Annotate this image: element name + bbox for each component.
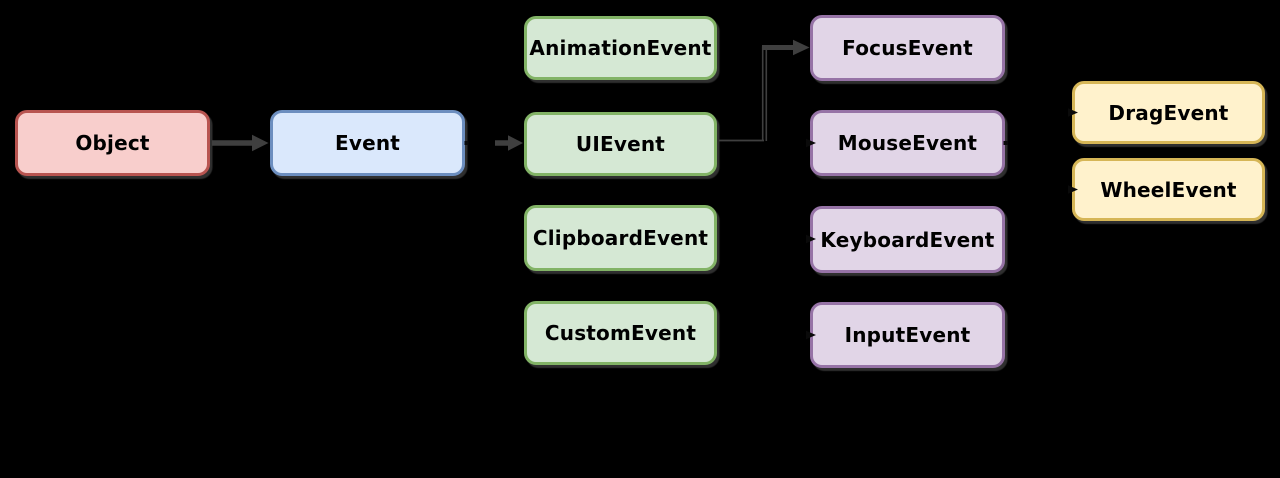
node-inputevent-label: InputEvent [844, 323, 971, 347]
node-mouseevent-label: MouseEvent [837, 131, 978, 155]
node-animationevent: AnimationEvent [524, 16, 717, 80]
node-focusevent: FocusEvent [810, 15, 1005, 81]
node-uievent: UIEvent [524, 112, 717, 176]
node-focusevent-label: FocusEvent [842, 36, 973, 60]
node-event-label: Event [334, 131, 401, 155]
node-dragevent: DragEvent [1072, 81, 1265, 144]
node-animationevent-label: AnimationEvent [529, 36, 712, 60]
node-object: Object [15, 110, 210, 176]
node-uievent-label: UIEvent [575, 132, 666, 156]
node-keyboardevent: KeyboardEvent [810, 206, 1005, 273]
node-dragevent-label: DragEvent [1108, 100, 1229, 125]
node-event: Event [270, 110, 465, 176]
node-wheelevent: WheelEvent [1072, 158, 1265, 221]
node-clipboardevent: ClipboardEvent [524, 205, 717, 271]
arrow-object-to-event [212, 134, 269, 152]
node-customevent: CustomEvent [524, 301, 717, 365]
node-clipboardevent-label: ClipboardEvent [532, 226, 709, 250]
arrow-event-to-uievent [495, 135, 523, 151]
node-customevent-label: CustomEvent [544, 321, 697, 345]
arrow-uievent-to-focusevent [719, 39, 810, 142]
node-object-label: Object [75, 131, 150, 155]
node-inputevent: InputEvent [810, 302, 1005, 368]
node-mouseevent: MouseEvent [810, 110, 1005, 176]
node-wheelevent-label: WheelEvent [1100, 177, 1237, 202]
node-keyboardevent-label: KeyboardEvent [820, 227, 995, 252]
nub-event-right [464, 141, 469, 145]
